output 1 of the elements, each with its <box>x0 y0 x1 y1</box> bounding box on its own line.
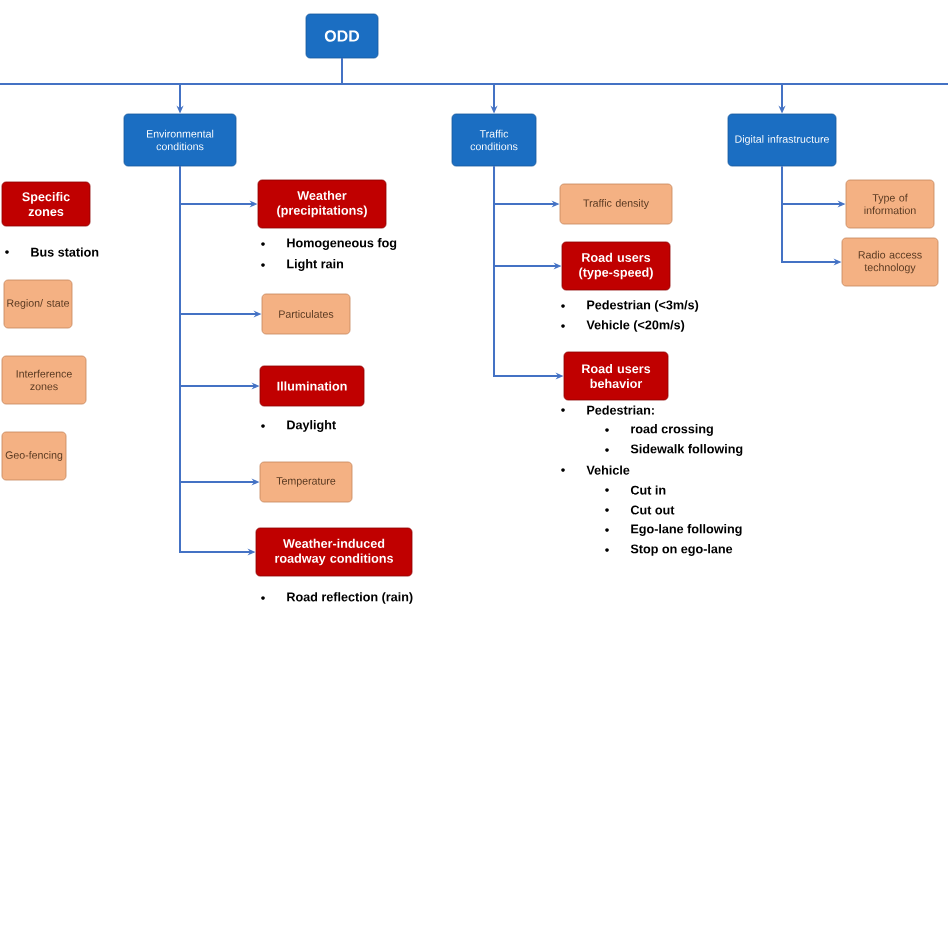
category-box: ODD <box>305 13 379 59</box>
